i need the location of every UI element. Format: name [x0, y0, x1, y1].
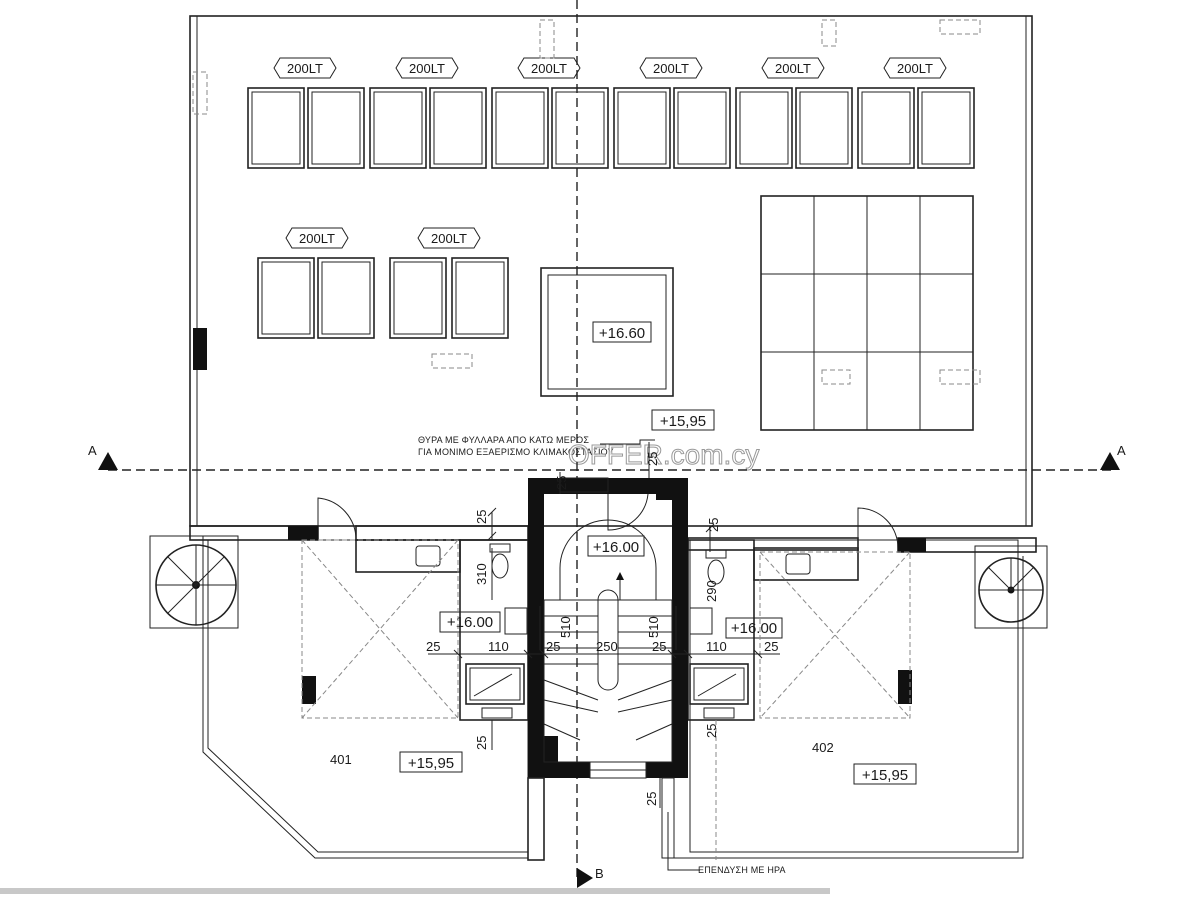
- dim-label: 25: [764, 639, 778, 654]
- dimension-labels: 25 25 25 25 310 290 510 510 25 110 25 25…: [426, 452, 778, 806]
- tank-label: 200LT: [417, 227, 481, 249]
- left-wc-block: +16.00: [355, 539, 529, 721]
- solar-panels-top-row: [247, 87, 975, 169]
- roof-main-level: +15,95: [660, 413, 706, 430]
- roof-outline: [189, 15, 1033, 527]
- spiral-stair-right: [974, 545, 1048, 629]
- section-line-b: B: [576, 0, 604, 888]
- dim-label: 25: [474, 736, 489, 750]
- door-note-line2: ΓΙΑ ΜΟΝΙΜΟ ΕΞΑΕΡΙΣΜΟ ΚΛΙΜΑΚΟΣΤΑΣΙΟΥ: [418, 447, 614, 457]
- stair-core: +16.00: [528, 477, 688, 779]
- dim-label: 25: [474, 510, 489, 524]
- section-a-right-label: A: [1117, 443, 1126, 458]
- tank-label: 200LT: [883, 57, 947, 79]
- stair-landing-level: +16.00: [593, 539, 639, 556]
- bottom-scroll-bar: [0, 888, 830, 894]
- apartment-401-label: 401: [330, 752, 352, 767]
- dim-label: 25: [704, 724, 719, 738]
- dim-label: 25: [706, 518, 721, 532]
- dim-label: 510: [558, 616, 573, 638]
- water-tank-labels: 200LT 200LT 200LT 200LT 200LT 200LT 200L…: [273, 57, 947, 249]
- section-line-a: A A: [88, 443, 1126, 471]
- apartment-401-level: +15,95: [408, 755, 454, 772]
- right-wc-level: +16.00: [731, 620, 777, 637]
- pergola-right: [759, 551, 911, 719]
- tank-label: 200LT: [285, 227, 349, 249]
- tank-label: 200LT: [273, 57, 337, 79]
- watermark: OFFER.com.cy: [568, 439, 759, 470]
- tank-label-text: 200LT: [531, 61, 567, 76]
- tank-label: 200LT: [395, 57, 459, 79]
- dim-label: 110: [706, 639, 727, 654]
- tank-label-text: 200LT: [299, 231, 335, 246]
- dim-label: 25: [652, 639, 666, 654]
- apartment-402-label: 402: [812, 740, 834, 755]
- solar-panels-second-row: [257, 257, 509, 339]
- rooflight: +16.60: [540, 267, 674, 397]
- apartment-402-level: +15,95: [862, 767, 908, 784]
- tank-label-text: 200LT: [287, 61, 323, 76]
- section-b-label: B: [595, 866, 604, 881]
- dim-label: 25: [554, 476, 569, 490]
- vent-markers: [192, 19, 981, 385]
- terrace-edge-walls: [189, 525, 1037, 704]
- tank-label: 200LT: [639, 57, 703, 79]
- dim-label: 25: [546, 639, 560, 654]
- dim-label: 25: [645, 452, 660, 466]
- roof-top-level: +16.60: [599, 325, 645, 342]
- dim-label: 250: [596, 639, 618, 654]
- dim-label: 25: [644, 792, 659, 806]
- spiral-stair-left: [149, 535, 239, 629]
- terrace-right: [674, 539, 1024, 859]
- dim-label: 290: [704, 580, 719, 602]
- dim-label: 510: [646, 616, 661, 638]
- dim-label: 110: [488, 639, 509, 654]
- tank-label-text: 200LT: [431, 231, 467, 246]
- pergola-left: [301, 539, 459, 719]
- tank-label-text: 200LT: [775, 61, 811, 76]
- tank-label: 200LT: [517, 57, 581, 79]
- tank-label-text: 200LT: [653, 61, 689, 76]
- tank-label: 200LT: [761, 57, 825, 79]
- tank-label-text: 200LT: [897, 61, 933, 76]
- section-a-left-label: A: [88, 443, 97, 458]
- tank-label-text: 200LT: [409, 61, 445, 76]
- dimension-lines: [428, 442, 780, 871]
- pv-grid: [760, 195, 974, 431]
- dim-label: 310: [474, 563, 489, 585]
- left-wc-level: +16.00: [447, 614, 493, 631]
- dim-label: 25: [426, 639, 440, 654]
- door-note-line1: ΘΥΡΑ ΜΕ ΦΥΛΛΑΡΑ ΑΠΟ ΚΑΤΩ ΜΕΡΟΣ: [418, 435, 589, 445]
- cladding-note: ΕΠΕΝΔΥΣΗ ΜΕ ΗΡΑ: [698, 865, 786, 875]
